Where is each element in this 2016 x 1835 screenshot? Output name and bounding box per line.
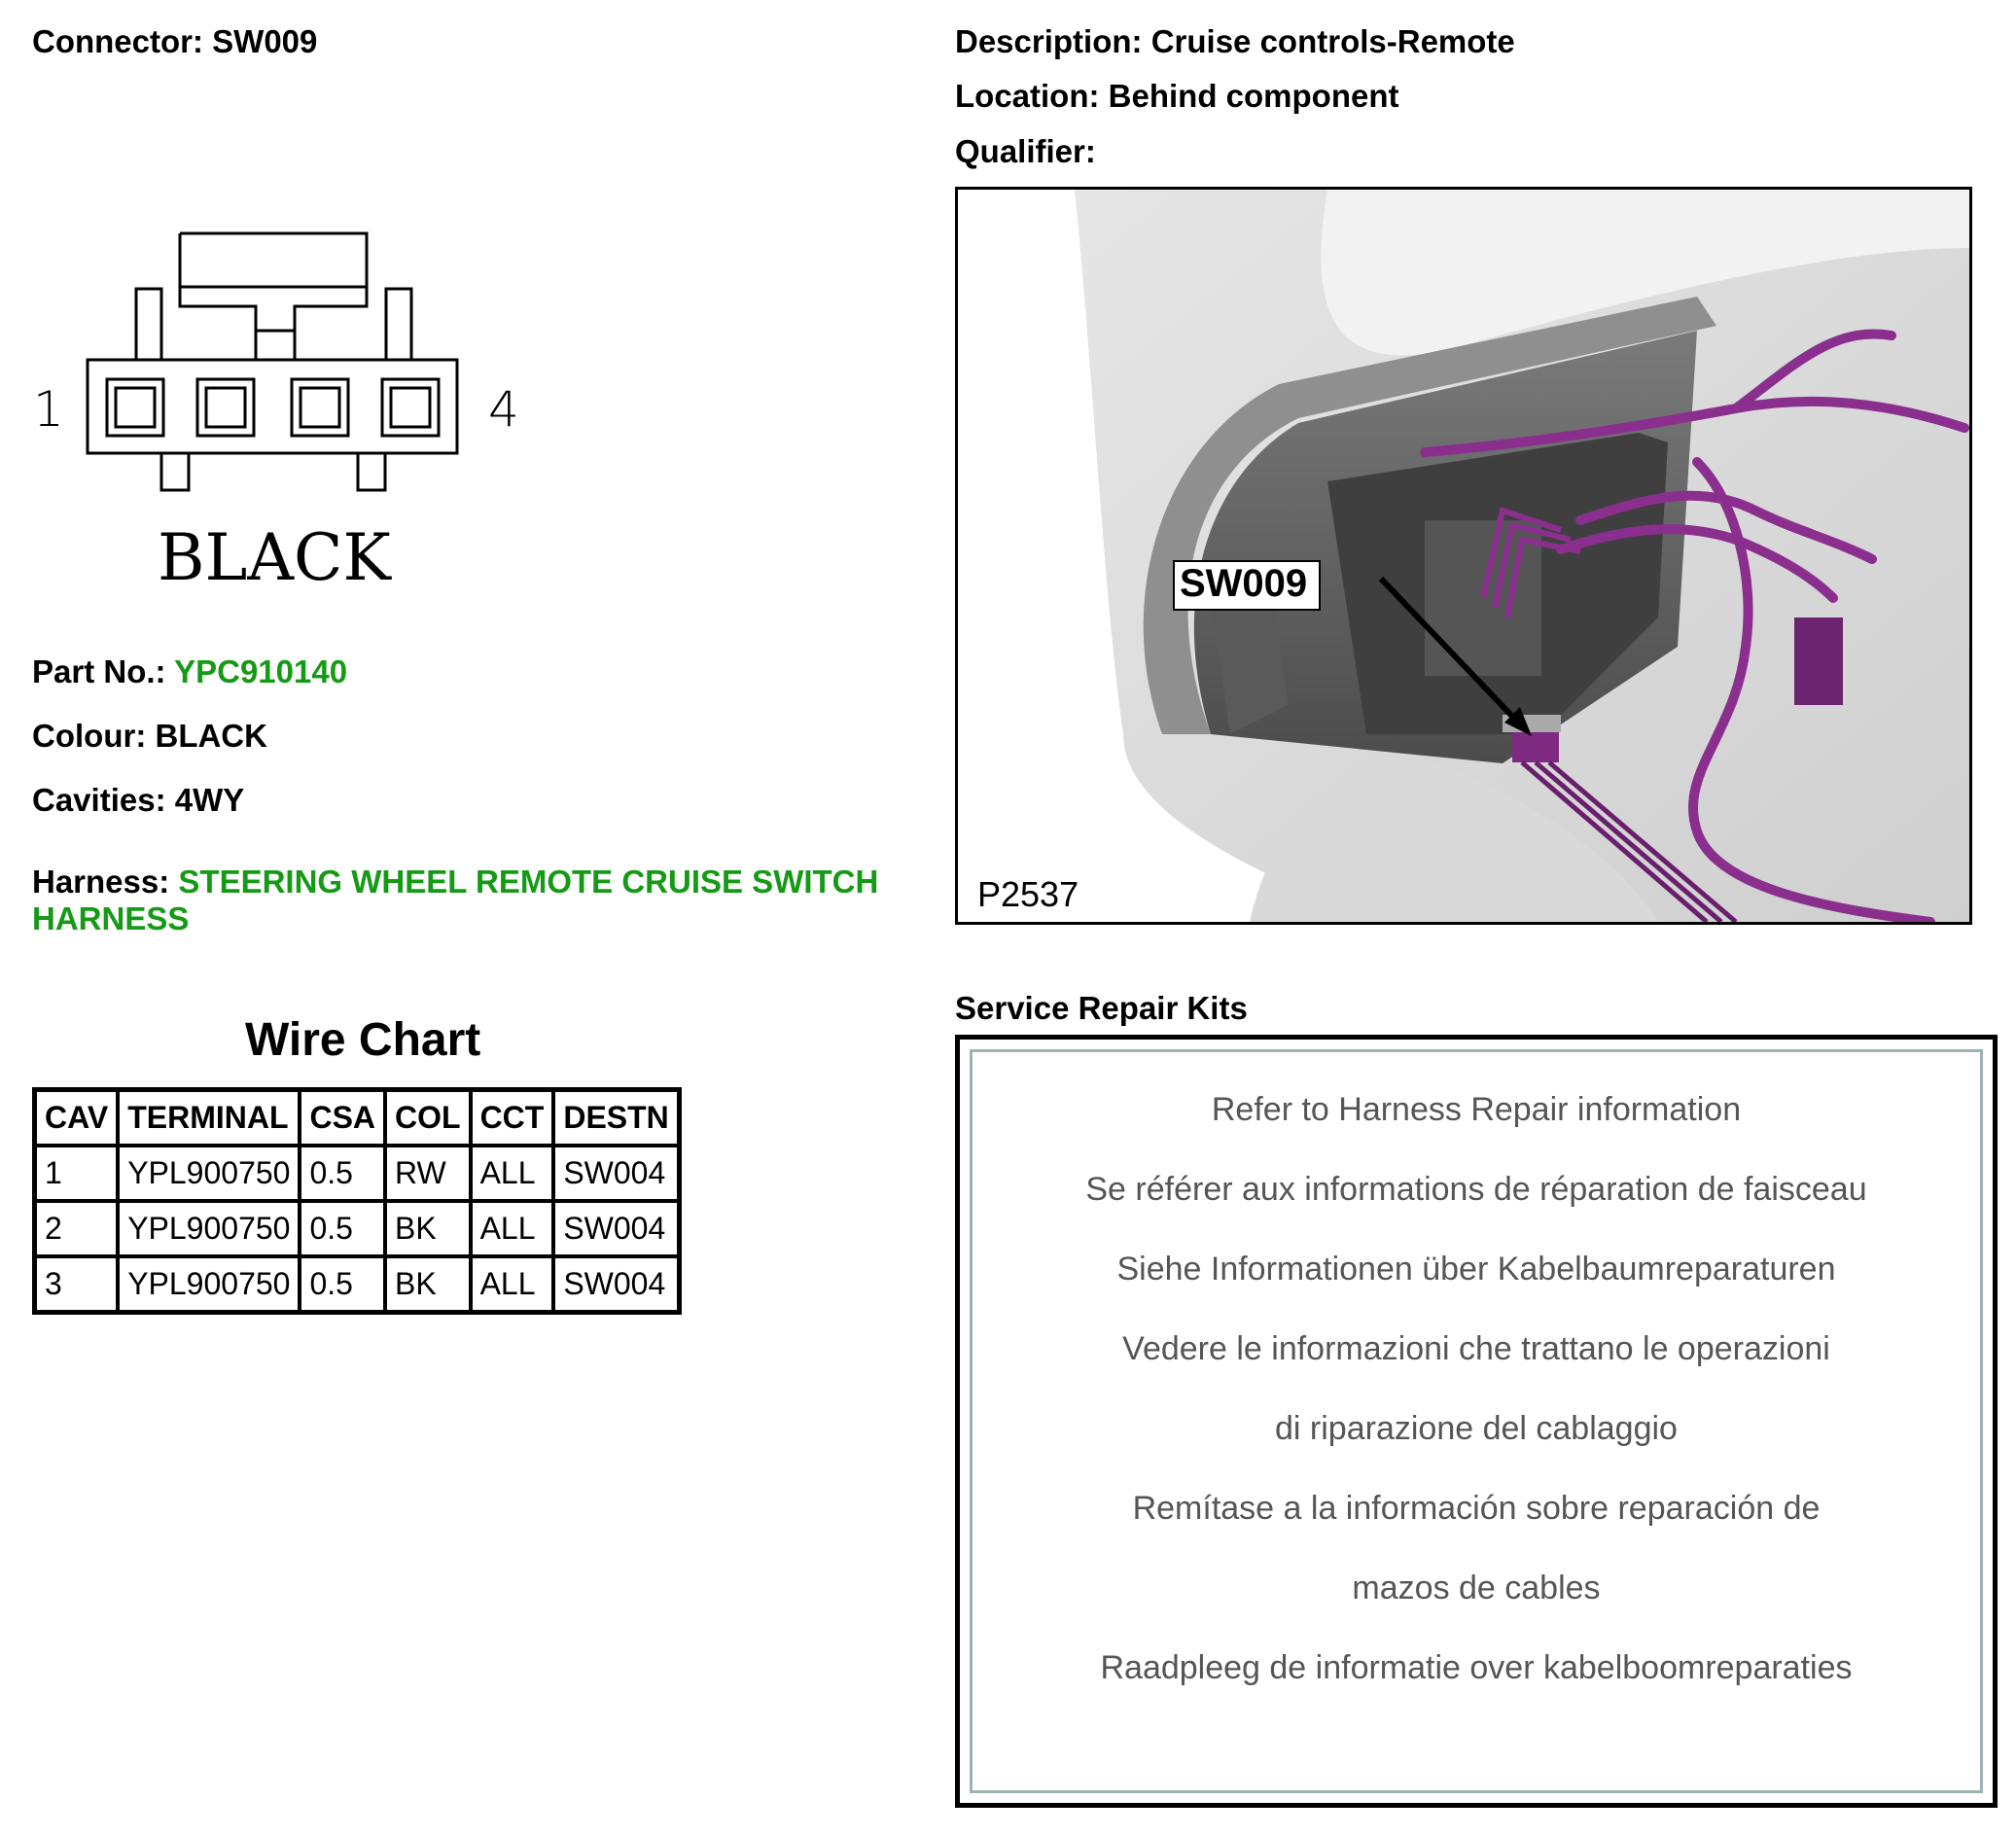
col-header-col: COL [383,1087,473,1147]
table-row: 2 YPL900750 0.5 BK ALL SW004 [32,1199,682,1258]
kit-line-es-1: Remítase a la información sobre reparaci… [1132,1490,1821,1527]
description-row: Description: Cruise controls-Remote [955,23,1515,60]
location-row: Location: Behind component [955,78,1398,115]
cell-cav: 2 [32,1199,121,1258]
kit-line-es-2: mazos de cables [1352,1570,1601,1606]
service-repair-kits-title: Service Repair Kits [955,990,1248,1026]
harness-link-line1[interactable]: STEERING WHEEL REMOTE CRUISE SWITCH [178,864,879,900]
pin-number-first: 1 [33,381,64,438]
cell-destn: SW004 [551,1199,682,1258]
kit-line-fr: Se référer aux informations de réparatio… [1085,1171,1867,1208]
colour-label: Colour: [32,718,147,754]
cell-col: RW [383,1144,473,1203]
service-repair-kits-box: Refer to Harness Repair information Se r… [955,1035,1998,1808]
cavities-label: Cavities: [32,782,166,818]
cell-terminal: YPL900750 [116,1254,302,1315]
cavity-2 [195,377,256,438]
kit-line-it-1: Vedere le informazioni che trattano le o… [1122,1330,1830,1367]
cell-cav: 1 [32,1144,121,1203]
cell-col: BK [383,1254,473,1315]
kit-line-nl: Raadpleeg de informatie over kabelboomre… [1100,1649,1853,1686]
component-location-image: SW009 P2537 [955,187,1972,925]
cell-destn: SW004 [551,1254,682,1315]
colour-value: BLACK [155,718,267,754]
col-header-destn: DESTN [551,1087,682,1147]
cell-terminal: YPL900750 [116,1199,302,1258]
connector-body [86,358,459,455]
table-row: 1 YPL900750 0.5 RW ALL SW004 [32,1144,682,1203]
connector-face-diagram [86,231,459,492]
cavity-3 [290,377,350,438]
col-header-cav: CAV [32,1087,121,1147]
connector-label: Connector: [32,23,203,59]
location-value: Behind component [1108,78,1399,114]
part-number-row: Part No.: YPC910140 [32,653,347,690]
cell-csa: 0.5 [298,1144,388,1203]
cavity-4 [380,377,441,438]
cell-cav: 3 [32,1254,121,1315]
pin-number-last: 4 [488,381,519,438]
cell-csa: 0.5 [298,1199,388,1258]
part-number-link[interactable]: YPC910140 [174,653,348,689]
connector-value: SW009 [212,23,318,59]
qualifier-row: Qualifier: [955,133,1096,170]
table-row: 3 YPL900750 0.5 BK ALL SW004 [32,1254,682,1315]
cell-cct: ALL [468,1199,556,1258]
col-header-csa: CSA [298,1087,388,1147]
kit-line-en: Refer to Harness Repair information [1211,1091,1742,1128]
connector-latch-shape [178,231,369,362]
cavity-1 [105,377,165,438]
description-label: Description: [955,23,1143,59]
qualifier-label: Qualifier: [955,133,1096,169]
wire-chart-header-row: CAV TERMINAL CSA COL CCT DESTN [32,1087,682,1147]
figure-id: P2537 [972,872,1085,917]
connector-heading: Connector: SW009 [32,23,317,60]
kit-line-de: Siehe Informationen über Kabelbaumrepara… [1116,1251,1836,1288]
cell-csa: 0.5 [298,1254,388,1315]
callout-label: SW009 [1180,562,1308,605]
col-header-cct: CCT [468,1087,556,1147]
cell-terminal: YPL900750 [116,1144,302,1203]
cell-cct: ALL [468,1254,556,1315]
service-repair-kits-panel: Refer to Harness Repair information Se r… [970,1049,1983,1793]
kit-line-it-2: di riparazione del cablaggio [1275,1410,1678,1447]
wire-chart-title: Wire Chart [245,1014,481,1066]
description-value: Cruise controls-Remote [1150,23,1515,59]
connector-colour-caption: BLACK [158,520,391,595]
cell-col: BK [383,1199,473,1258]
cell-cct: ALL [468,1144,556,1203]
steering-wheel-illustration [958,190,1969,922]
cavities-row: Cavities: 4WY [32,782,244,819]
callout-arrow [1378,576,1525,729]
part-number-label: Part No.: [32,653,166,689]
harness-label: Harness: [32,864,170,900]
connector-sw009-marker [1512,729,1559,762]
harness-link-line2[interactable]: HARNESS [32,900,190,936]
harness-row: Harness: STEERING WHEEL REMOTE CRUISE SW… [32,864,878,900]
col-header-terminal: TERMINAL [116,1087,302,1147]
wire-chart-table: CAV TERMINAL CSA COL CCT DESTN 1 YPL9007… [32,1087,682,1315]
colour-row: Colour: BLACK [32,718,267,755]
cavities-value: 4WY [174,782,245,818]
location-label: Location: [955,78,1100,114]
cell-destn: SW004 [551,1144,682,1203]
